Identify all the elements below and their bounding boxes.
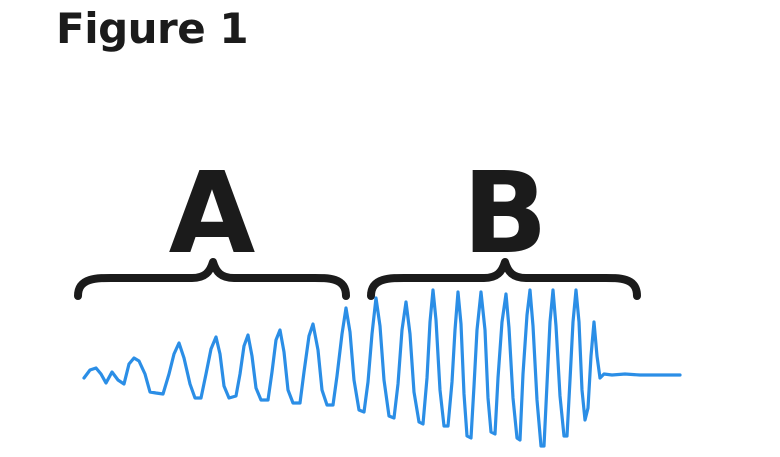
waveform-line: [82, 288, 682, 448]
section-label-a: A: [169, 149, 256, 279]
brace-a: [74, 258, 350, 300]
brace-b: [367, 258, 641, 300]
section-label-b: B: [462, 149, 547, 279]
figure-title: Figure 1: [56, 4, 249, 53]
